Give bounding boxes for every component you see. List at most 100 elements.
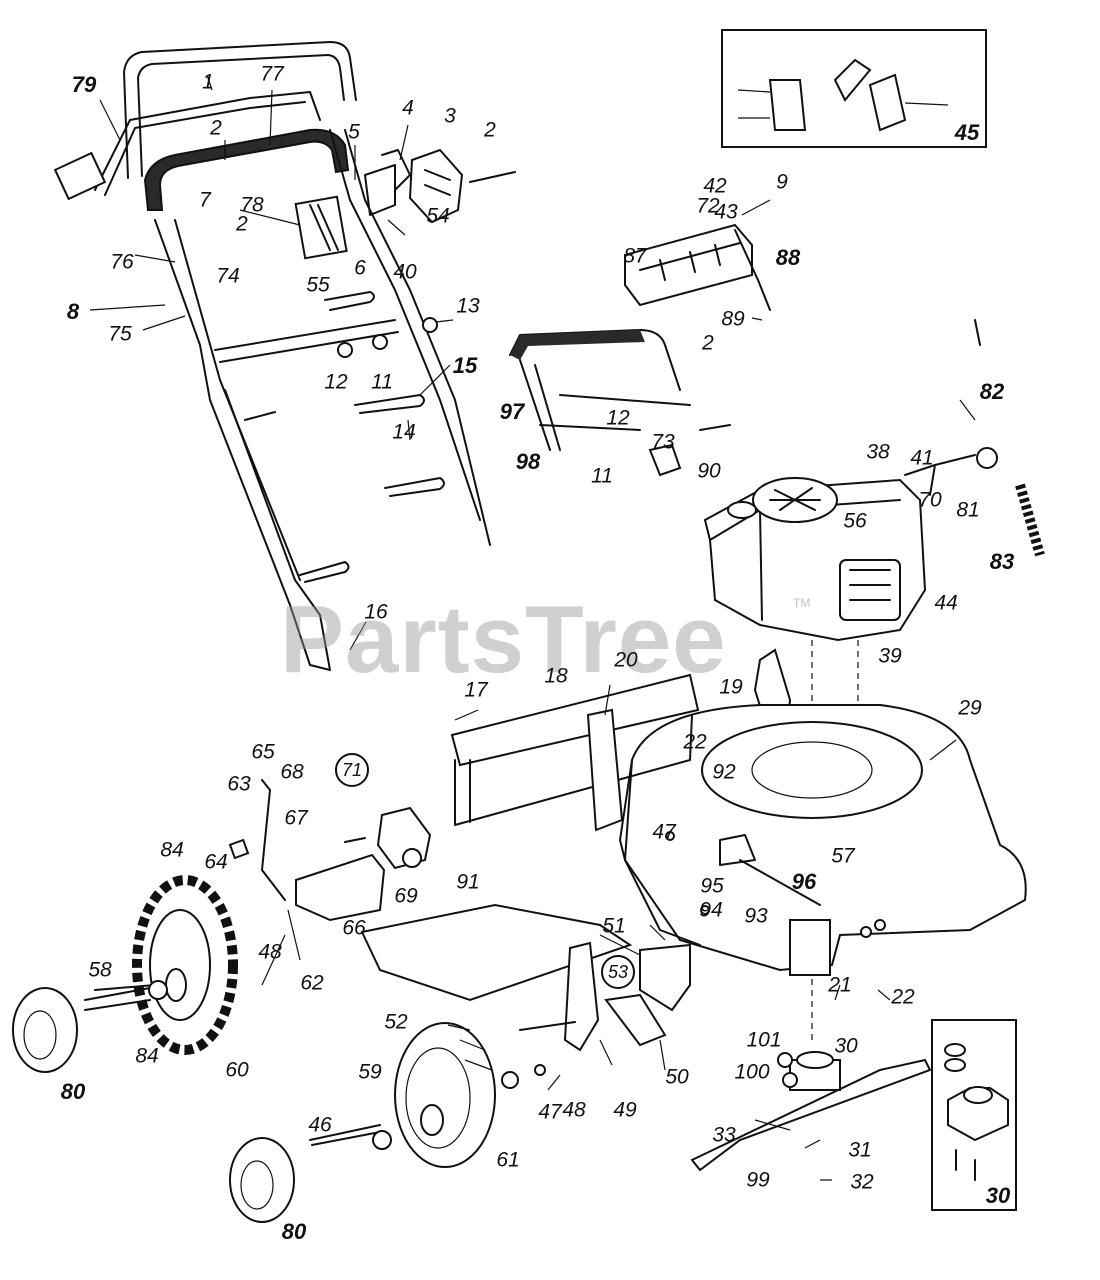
callout-80: 80	[60, 1079, 86, 1104]
height-adjuster	[228, 779, 432, 922]
upper-handle	[53, 41, 357, 671]
callout-71: 71	[335, 753, 369, 787]
callout-12: 12	[606, 406, 630, 430]
callout-31: 31	[848, 1138, 872, 1162]
callout-15: 15	[452, 353, 478, 378]
callout-91: 91	[456, 870, 480, 894]
callout-12: 12	[324, 370, 348, 394]
hubcap-rear	[12, 987, 78, 1073]
callout-70: 70	[918, 488, 942, 512]
callout-82: 82	[979, 379, 1005, 404]
callout-22: 22	[683, 730, 707, 754]
callout-101: 101	[746, 1028, 782, 1052]
watermark: PartsTree	[280, 586, 727, 693]
watermark-trademark: TM	[793, 596, 811, 610]
callout-81: 81	[956, 498, 980, 522]
throttle-control	[408, 148, 516, 224]
callout-72: 72	[696, 194, 720, 218]
callout-93: 93	[744, 904, 768, 928]
callout-11: 11	[371, 370, 393, 394]
handle-accessory-panel	[509, 223, 771, 477]
control-inset	[737, 58, 949, 132]
callout-1: 1	[202, 70, 214, 94]
blade-adapter-inset	[944, 1043, 1009, 1181]
callout-32: 32	[850, 1170, 874, 1194]
callout-33: 33	[712, 1123, 736, 1147]
callout-50: 50	[665, 1065, 689, 1089]
callout-62: 62	[300, 971, 324, 995]
callout-55: 55	[306, 273, 330, 297]
callout-2: 2	[484, 118, 496, 142]
callout-76: 76	[110, 250, 134, 274]
hubcap-front	[229, 1137, 295, 1223]
callout-30: 30	[834, 1034, 858, 1058]
callout-99: 99	[746, 1168, 770, 1192]
callout-17: 17	[464, 678, 488, 702]
leader-lines	[89, 74, 976, 1181]
mower-blade	[690, 1051, 932, 1172]
callout-42: 42	[703, 174, 727, 198]
callout-39: 39	[878, 644, 902, 668]
callout-80: 80	[281, 1219, 307, 1244]
control-inset-frame	[721, 29, 987, 148]
callout-41: 41	[910, 446, 934, 470]
handle-grip	[143, 128, 350, 211]
callout-54: 54	[426, 204, 450, 228]
callout-84: 84	[160, 838, 184, 862]
callout-74: 74	[216, 264, 240, 288]
callout-56: 56	[843, 509, 867, 533]
callout-29: 29	[958, 696, 982, 720]
callout-43: 43	[714, 200, 738, 224]
callout-46: 46	[308, 1113, 332, 1137]
callout-63: 63	[227, 772, 251, 796]
callout-6: 6	[354, 256, 366, 280]
callout-44: 44	[934, 591, 958, 615]
callout-89: 89	[721, 307, 745, 331]
callout-48: 48	[562, 1098, 586, 1122]
rear-drive-wheel	[132, 875, 238, 1055]
callout-84: 84	[135, 1044, 159, 1068]
callout-59: 59	[358, 1060, 382, 1084]
callout-88: 88	[775, 245, 801, 270]
lower-handle	[214, 129, 491, 583]
callout-90: 90	[697, 459, 721, 483]
callout-2: 2	[210, 116, 222, 140]
callout-96: 96	[791, 869, 817, 894]
callout-68: 68	[280, 760, 304, 784]
callout-98: 98	[515, 449, 541, 474]
callout-79: 79	[71, 72, 97, 97]
callout-75: 75	[108, 322, 132, 346]
callout-8: 8	[66, 299, 80, 324]
rear-shield	[450, 673, 700, 832]
callout-94: 94	[699, 898, 723, 922]
callout-67: 67	[284, 806, 308, 830]
callout-18: 18	[544, 664, 568, 688]
callout-7: 7	[199, 188, 211, 212]
callout-5: 5	[348, 120, 360, 144]
front-wheel	[394, 1022, 496, 1168]
callout-38: 38	[866, 440, 890, 464]
callout-69: 69	[394, 884, 418, 908]
starter-chain	[1015, 483, 1045, 557]
callout-19: 19	[719, 675, 743, 699]
callout-11: 11	[591, 464, 613, 488]
callout-47: 47	[538, 1100, 562, 1124]
engine	[703, 477, 927, 642]
callout-52: 52	[384, 1010, 408, 1034]
callout-66: 66	[342, 916, 366, 940]
callout-13: 13	[456, 294, 480, 318]
callout-14: 14	[392, 420, 416, 444]
callout-4: 4	[402, 96, 414, 120]
callout-16: 16	[364, 600, 388, 624]
callout-45: 45	[954, 120, 980, 145]
callout-87: 87	[623, 244, 647, 268]
callout-2: 2	[702, 331, 714, 355]
callout-3: 3	[444, 104, 456, 128]
callout-47: 47	[652, 820, 676, 844]
mower-deck	[619, 704, 1027, 976]
callout-9: 9	[776, 170, 788, 194]
callout-57: 57	[831, 844, 855, 868]
callout-73: 73	[651, 430, 675, 454]
